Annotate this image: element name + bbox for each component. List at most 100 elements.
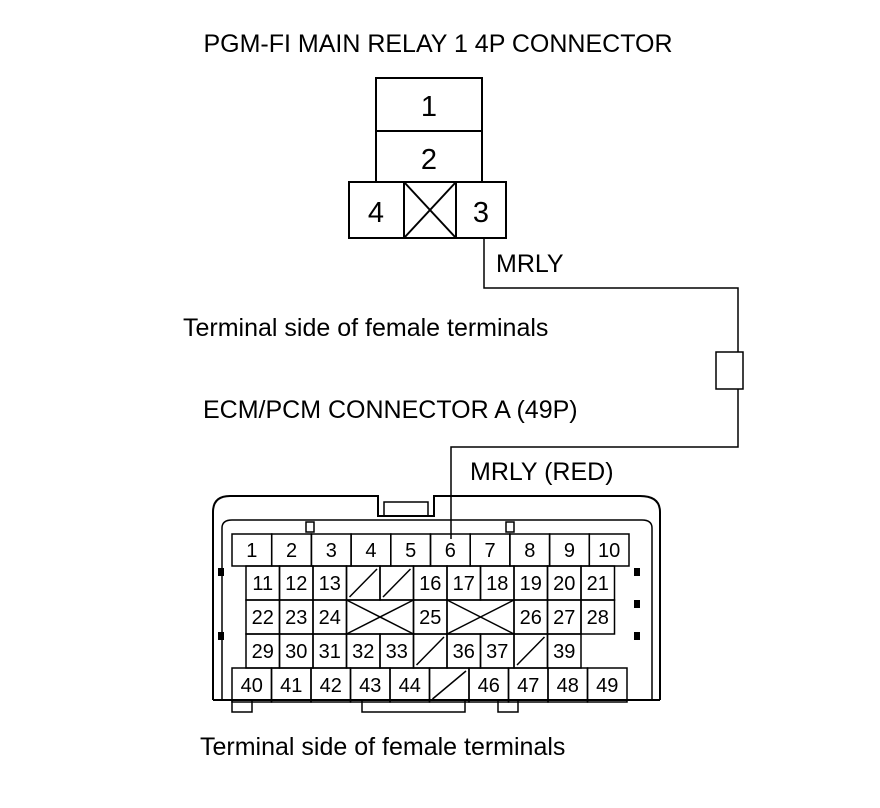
ecm-terminal: 24 [312, 599, 348, 635]
ecm-terminal-number: 5 [405, 540, 416, 562]
ecm-terminal: 18 [479, 565, 515, 601]
ecm-terminal-number: 7 [484, 540, 495, 562]
ecm-connector-title: ECM/PCM CONNECTOR A (49P) [203, 396, 578, 424]
relay-connector: 1 2 4 3 [348, 77, 507, 239]
mrly-wire-lower [450, 389, 739, 539]
ecm-terminal-number: 43 [359, 675, 381, 697]
ecm-terminal: 21 [580, 565, 616, 601]
ecm-terminal-number: 19 [520, 573, 542, 595]
ecm-terminal-number: 40 [241, 675, 263, 697]
ecm-terminal: 29 [245, 633, 281, 669]
ecm-terminal: 32 [345, 633, 381, 669]
ecm-terminal-number: 31 [319, 641, 341, 663]
ecm-terminal: 47 [507, 667, 549, 703]
relay-view-note: Terminal side of female terminals [183, 314, 548, 342]
ecm-terminal: 25 [412, 599, 448, 635]
ecm-terminal-number: 16 [419, 573, 441, 595]
ecm-terminal: 40 [231, 667, 273, 703]
ecm-terminal: 36 [446, 633, 482, 669]
ecm-terminal-number: 9 [564, 540, 575, 562]
ecm-terminal-number: 33 [386, 641, 408, 663]
ecm-terminal-number: 42 [320, 675, 342, 697]
relay-pin-1: 1 [421, 91, 437, 123]
ecm-terminal: 5 [390, 533, 432, 567]
ecm-view-note: Terminal side of female terminals [200, 733, 565, 761]
ecm-terminal-number: 47 [517, 675, 539, 697]
ecm-terminal-number: 49 [596, 675, 618, 697]
ecm-terminal-number: 46 [478, 675, 500, 697]
ecm-row-2: 11 12 13 16 17 18 19 20 21 [245, 565, 616, 601]
ecm-terminal-number: 18 [486, 573, 508, 595]
ecm-terminal: 42 [310, 667, 352, 703]
ecm-terminal: 8 [509, 533, 551, 567]
ecm-terminal-number: 28 [587, 607, 609, 629]
ecm-terminal: 30 [278, 633, 314, 669]
ecm-terminal-number: 6 [445, 540, 456, 562]
ecm-terminal-number: 29 [252, 641, 274, 663]
ecm-terminal-number: 20 [553, 573, 575, 595]
ecm-terminal: 7 [469, 533, 511, 567]
ecm-terminal: 12 [278, 565, 314, 601]
ecm-terminal: 3 [310, 533, 352, 567]
ecm-terminal-number: 32 [352, 641, 374, 663]
ecm-terminal-number: 17 [453, 573, 475, 595]
ecm-terminal: 48 [547, 667, 589, 703]
ecm-terminal-number: 23 [285, 607, 307, 629]
ecm-terminal-number: 41 [280, 675, 302, 697]
ecm-terminal: 31 [312, 633, 348, 669]
ecm-terminal: 43 [349, 667, 391, 703]
ecm-terminal-number: 26 [520, 607, 542, 629]
ecm-terminal-number: 27 [553, 607, 575, 629]
ecm-terminal-number: 36 [453, 641, 475, 663]
ecm-terminal: 33 [379, 633, 415, 669]
ecm-terminal: 19 [513, 565, 549, 601]
ecm-terminal: 27 [546, 599, 582, 635]
ecm-terminal-number: 11 [252, 573, 273, 595]
ecm-terminal-number: 44 [399, 675, 421, 697]
ecm-terminal-number: 25 [419, 607, 441, 629]
ecm-row-4: 29 30 31 32 33 36 37 39 [245, 633, 582, 669]
ecm-terminal-number: 10 [598, 540, 620, 562]
ecm-terminal: 10 [588, 533, 630, 567]
ecm-terminal-number: 13 [319, 573, 341, 595]
mrly-wire-upper [483, 238, 739, 352]
ecm-terminal: 23 [278, 599, 314, 635]
relay-pin-3: 3 [473, 197, 489, 229]
ecm-row-5: 40 41 42 43 44 46 47 48 49 [231, 667, 628, 703]
ecm-terminal: 13 [312, 565, 348, 601]
ecm-row-1: 1 2 3 4 5 6 7 8 9 10 [231, 533, 630, 567]
ecm-wire-label: MRLY (RED) [470, 458, 614, 486]
ecm-terminal: 17 [446, 565, 482, 601]
ecm-terminal: 41 [270, 667, 312, 703]
relay-wire-label: MRLY [496, 250, 564, 278]
ecm-terminal: 11 [245, 565, 281, 601]
ecm-terminal: 20 [546, 565, 582, 601]
relay-pin-2: 2 [421, 144, 437, 176]
ecm-terminal-number: 1 [246, 540, 257, 562]
inline-connector [715, 351, 744, 390]
ecm-terminal-number: 30 [285, 641, 307, 663]
ecm-terminal: 49 [586, 667, 628, 703]
ecm-terminal: 39 [546, 633, 582, 669]
ecm-terminal-number: 21 [587, 573, 609, 595]
ecm-terminal: 1 [231, 533, 273, 567]
ecm-terminal-number: 24 [319, 607, 341, 629]
ecm-terminal: 16 [412, 565, 448, 601]
ecm-terminal-number: 37 [486, 641, 508, 663]
relay-lower-body [348, 181, 507, 239]
ecm-terminal: 37 [479, 633, 515, 669]
ecm-terminal-number: 12 [285, 573, 307, 595]
relay-pin-4: 4 [368, 197, 384, 229]
ecm-terminal-number: 8 [524, 540, 535, 562]
ecm-terminal-number: 2 [286, 540, 297, 562]
ecm-terminal: 22 [245, 599, 281, 635]
ecm-terminal-number: 4 [365, 540, 376, 562]
ecm-terminal: 26 [513, 599, 549, 635]
ecm-terminal-number: 3 [326, 540, 337, 562]
ecm-terminal: 4 [350, 533, 392, 567]
ecm-terminal-number: 48 [557, 675, 579, 697]
ecm-terminal: 46 [468, 667, 510, 703]
